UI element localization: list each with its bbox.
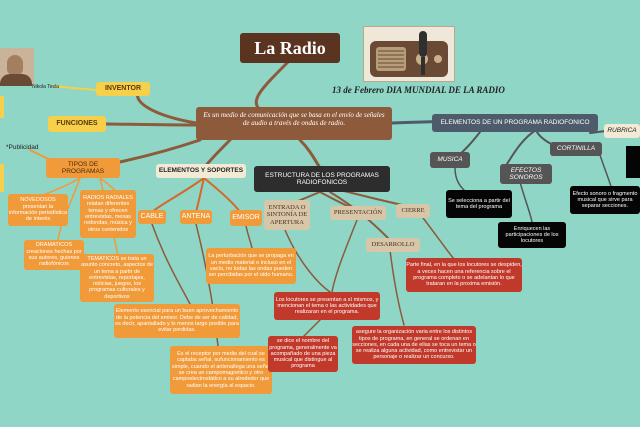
receptor-desc: Es el receptor por medio del cual se cap…	[170, 346, 272, 394]
tipo-item: NOVEDOSOS presentan la información perio…	[8, 194, 68, 226]
tipo-item: TEMATICOS se trata un asunto concreto, a…	[80, 254, 154, 302]
tipo-item: RADIOS RADIALES relatan diferentes temas…	[80, 190, 136, 238]
desarrollo-node: DESARROLLO	[366, 238, 420, 252]
emisor-desc: Elemento esencial para un buen aprovecha…	[114, 304, 240, 338]
date-caption: 13 de Febrero DIA MUNDIAL DE LA RADIO	[332, 85, 505, 95]
efectos-desc: Enriquecen las participaciones de los lo…	[498, 222, 566, 248]
rubrica-desc-edge	[626, 146, 640, 178]
musica-node: MUSICA	[430, 152, 470, 168]
musica-desc: Se selecciona a partir del tema del prog…	[446, 190, 512, 218]
page-title: La Radio	[240, 33, 340, 63]
organizacion-text: asegure la organización varia entre los …	[352, 326, 476, 364]
cable-node: CABLE	[138, 210, 166, 224]
locutores-text: Los locutores se presentan a sí mismos, …	[274, 292, 380, 320]
person-label: Nikola Tesla	[32, 84, 59, 90]
radio-image	[363, 26, 455, 82]
perturbacion-text: La perturbación que se propaga en un med…	[206, 248, 296, 284]
elementos-soportes-node: ELEMENTOS Y SOPORTES	[156, 164, 246, 178]
tipo-item: DRAMATICOS creaciones hechas por sus aut…	[24, 240, 84, 270]
entrada-node: ENTRADA O SINTONÍA DE APERTURA	[264, 200, 310, 230]
nombre-text: se dice el nombre del programa, generalm…	[268, 336, 338, 372]
tesla-portrait	[0, 48, 34, 86]
antena-node: ANTENA	[180, 210, 212, 224]
tipos-node: TIPOS DE PROGRAMAS	[46, 158, 120, 178]
cierre-node: CIERRE	[396, 204, 430, 218]
elementos-programa-node: ELEMENTOS DE UN PROGRAMA RADIOFONICO	[432, 114, 598, 132]
estructura-node: ESTRUCTURA DE LOS PROGRAMAS RADIOFONICOS	[254, 166, 390, 192]
publicidad-label: *Publicidad	[6, 144, 39, 151]
rubrica-node: RUBRICA	[604, 124, 640, 138]
left-edge-node	[0, 96, 4, 118]
definition-box: Es un medio de comunicación que se basa …	[196, 107, 392, 140]
efectos-node: EFECTOS SONOROS	[500, 164, 552, 184]
emisor-node: EMISOR	[230, 210, 262, 226]
presentacion-node: PRESENTACIÓN	[330, 206, 386, 220]
cierre-text: Parte final, en la que los locutores se …	[406, 258, 522, 292]
cortinilla-node: CORTINILLA	[550, 142, 602, 156]
inventor-node: INVENTOR	[96, 82, 150, 96]
cortinilla-desc: Efecto sonoro o fragmento musical que si…	[570, 186, 640, 214]
radio-icon	[370, 31, 448, 77]
left-edge-node-2	[0, 164, 4, 192]
funciones-node: FUNCIONES	[48, 116, 106, 132]
